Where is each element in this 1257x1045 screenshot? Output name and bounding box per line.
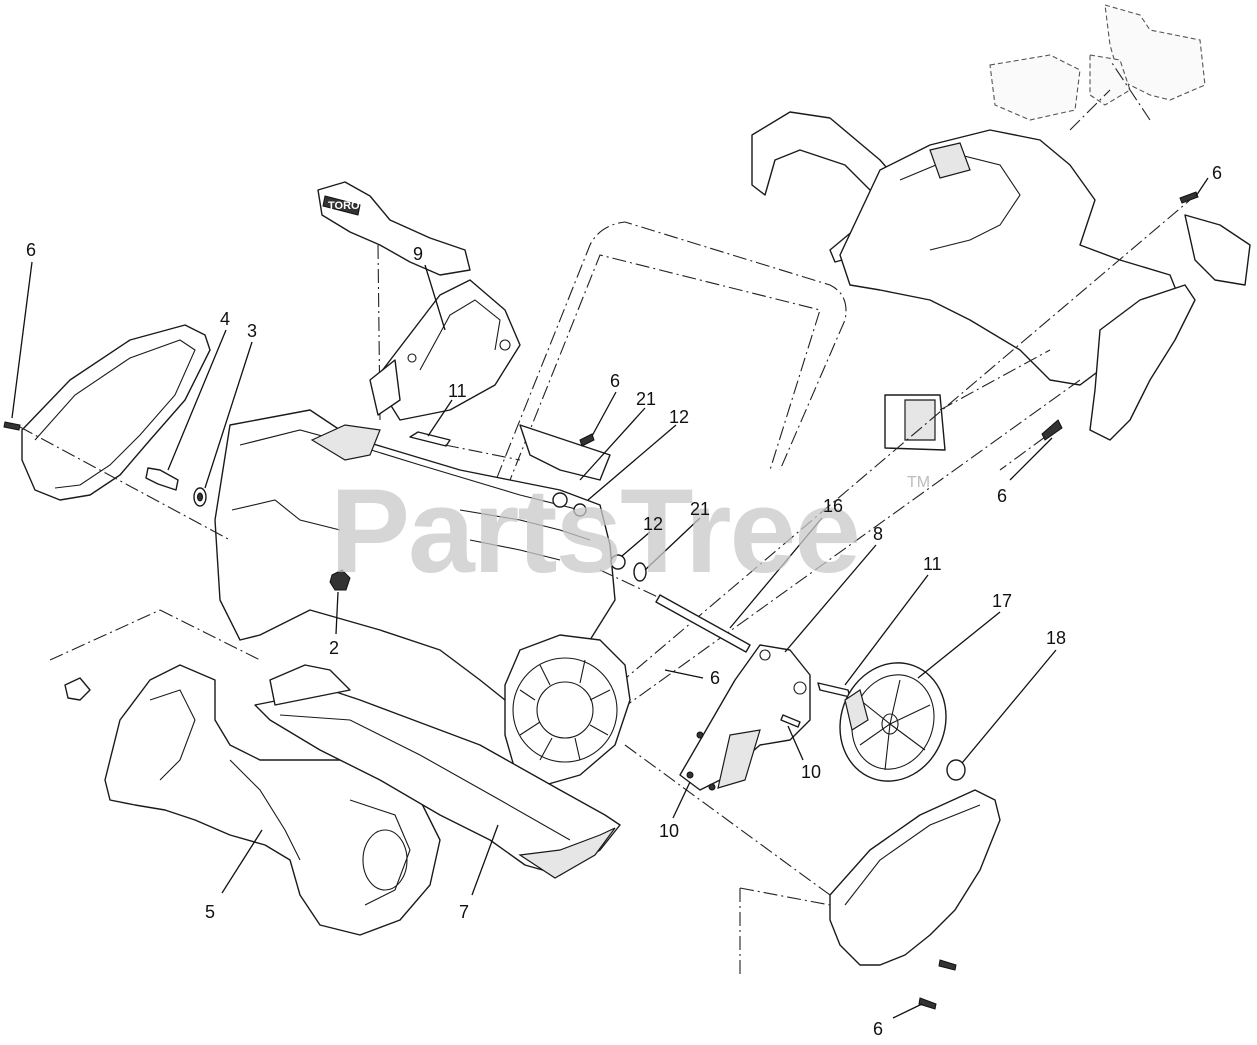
- plate-21-upper: [519, 424, 611, 517]
- bracket-8: [679, 644, 811, 791]
- bracket-9: [369, 279, 521, 421]
- callout-11: 11: [448, 381, 467, 401]
- leader-lines: [11, 177, 1209, 1019]
- callout-21: 21: [636, 389, 656, 409]
- nut-washer-lower: [610, 554, 647, 582]
- left-side-panel: [3, 324, 231, 541]
- callout-8: 8: [873, 524, 883, 544]
- callouts: 6 4 3 9 11 6 21 12 12 21 16 8 11 17 18 6…: [26, 163, 1222, 1039]
- watermark: PartsTree TM: [330, 464, 930, 598]
- callout-18: 18: [1046, 628, 1066, 648]
- decal-logo-text: TORO: [328, 200, 360, 212]
- bolt-11-upper: [409, 431, 521, 461]
- watermark-trademark: TM: [907, 474, 930, 491]
- wheel-17: [839, 662, 947, 782]
- hub-cap-18: [946, 759, 966, 781]
- callout-3: 3: [247, 321, 257, 341]
- scraper-bar-7: [254, 664, 621, 879]
- axle-16: [599, 569, 751, 653]
- callout-4: 4: [220, 309, 230, 329]
- callout-6: 6: [873, 1019, 883, 1039]
- callout-17: 17: [992, 591, 1012, 611]
- callout-6: 6: [1212, 163, 1222, 183]
- bolt-4-washer-3: [145, 467, 207, 507]
- callout-12: 12: [643, 514, 663, 534]
- callout-10: 10: [659, 821, 679, 841]
- callout-9: 9: [413, 244, 423, 264]
- callout-2: 2: [329, 638, 339, 658]
- upper-handle-assembly: [751, 4, 1251, 471]
- callout-6: 6: [710, 668, 720, 688]
- callout-6: 6: [26, 240, 36, 260]
- auger-5: [49, 609, 441, 936]
- callout-16: 16: [823, 496, 843, 516]
- main-housing: [214, 409, 631, 786]
- watermark-brand: PartsTree: [330, 464, 859, 598]
- callout-6: 6: [997, 486, 1007, 506]
- callout-5: 5: [205, 902, 215, 922]
- callout-12: 12: [669, 407, 689, 427]
- callout-21: 21: [690, 499, 710, 519]
- right-side-panel: [624, 744, 1001, 1010]
- callout-7: 7: [459, 902, 469, 922]
- callout-10: 10: [801, 762, 821, 782]
- callout-6: 6: [610, 371, 620, 391]
- callout-11: 11: [923, 554, 942, 574]
